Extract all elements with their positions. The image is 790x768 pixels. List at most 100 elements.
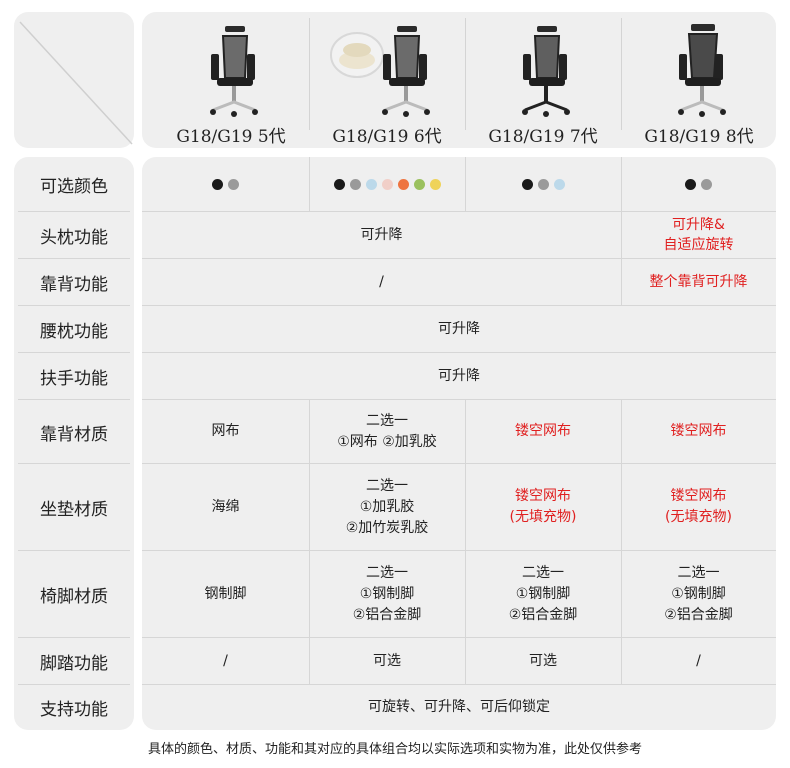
footrest-gen8-value: / (696, 652, 701, 669)
color-swatches (333, 178, 441, 190)
cell-base-material-gen7: 二选一 ①钢制脚 ②铝合金脚 (465, 551, 621, 637)
color-swatch (701, 178, 712, 190)
row-divider (18, 463, 130, 464)
footrest-gen7-value: 可选 (529, 652, 557, 669)
cell-footrest-gen7: 可选 (465, 638, 621, 684)
column-label-gen8: G18/G19 8代 (644, 127, 754, 147)
row-divider (142, 463, 776, 464)
back-material-gen6-line2: ①网布 ②加乳胶 (337, 433, 437, 450)
row-label-lumbar: 腰枕功能 (40, 322, 108, 342)
col-divider (309, 157, 310, 211)
seat-material-gen6-line2: ①加乳胶 (359, 498, 415, 515)
column-label-gen6: G18/G19 6代 (332, 127, 442, 147)
row-divider (142, 352, 776, 353)
row-divider (142, 550, 776, 551)
color-swatch (413, 178, 425, 190)
base-material-option-line1: 二选一 (522, 564, 564, 581)
headrest-gen8-line2: 自适应旋转 (663, 237, 734, 253)
row-divider (142, 684, 776, 685)
color-swatch (429, 178, 441, 190)
base-material-option-line1: 二选一 (366, 564, 408, 581)
col-divider (621, 157, 622, 211)
color-swatch (537, 178, 549, 190)
base-material-option-line2: ①钢制脚 (671, 585, 726, 602)
column-label-gen7: G18/G19 7代 (488, 127, 598, 147)
col-divider (309, 400, 310, 685)
header-divider (309, 18, 310, 130)
seat-material-gen7-line2: (无填充物) (509, 509, 577, 525)
cell-backrest-gen8: 整个靠背可升降 (621, 259, 776, 305)
cell-color-gen5 (142, 157, 309, 211)
row-divider (142, 211, 776, 212)
cell-back-material-gen6: 二选一 ①网布 ②加乳胶 (309, 400, 465, 463)
row-divider (18, 684, 130, 685)
header-col-gen6: G18/G19 6代 (309, 12, 465, 148)
row-divider (18, 352, 130, 353)
row-divider (18, 637, 130, 638)
row-divider (18, 211, 130, 212)
back-material-gen7-value: 镂空网布 (515, 423, 571, 439)
col-divider (465, 400, 466, 685)
cell-color-gen6 (309, 157, 465, 211)
footrest-gen6-value: 可选 (373, 652, 401, 669)
chair-gen8-image (678, 24, 726, 117)
chair-gen6-image (382, 26, 430, 117)
base-material-option-line1: 二选一 (677, 564, 720, 581)
col-divider (621, 212, 622, 305)
cell-back-material-gen5: 网布 (142, 400, 309, 463)
row-label-back-material: 靠背材质 (40, 424, 108, 445)
row-divider (18, 258, 130, 259)
cell-back-material-gen8: 镂空网布 (621, 400, 776, 463)
row-label-backrest: 靠背功能 (40, 275, 108, 295)
armrest-value: 可升降 (438, 367, 480, 384)
color-swatch (521, 178, 533, 190)
seat-material-gen6-line3: ②加竹炭乳胶 (345, 519, 429, 536)
row-divider (142, 399, 776, 400)
row-label-base-material: 椅脚材质 (40, 587, 108, 607)
color-swatch (381, 178, 393, 190)
cell-color-gen7 (465, 157, 621, 211)
cell-base-material-gen5: 钢制脚 (142, 551, 309, 637)
color-swatch (228, 178, 239, 190)
corner-cell (14, 12, 134, 148)
base-material-gen5-value: 钢制脚 (204, 585, 247, 602)
color-swatch (365, 178, 377, 190)
cell-seat-material-gen6: 二选一 ①加乳胶 ②加竹炭乳胶 (309, 464, 465, 550)
base-material-option-line2: ①钢制脚 (359, 585, 415, 602)
color-swatches (521, 178, 565, 190)
row-divider (18, 305, 130, 306)
color-swatch (553, 178, 565, 190)
backrest-gen8-value: 整个靠背可升降 (649, 273, 748, 290)
seat-material-gen6-line1: 二选一 (366, 477, 408, 494)
row-label-color: 可选颜色 (40, 176, 108, 197)
footnote: 具体的颜色、材质、功能和其对应的具体组合均以实际选项和实物为准，此处仅供参考 (147, 742, 642, 757)
color-swatches (212, 178, 239, 190)
header-col-gen7: G18/G19 7代 (465, 12, 621, 148)
row-label-armrest: 扶手功能 (40, 369, 108, 389)
row-label-headrest: 头枕功能 (40, 228, 108, 248)
cell-color-gen8 (621, 157, 776, 211)
row-divider (142, 305, 776, 306)
cell-lumbar-all: 可升降 (142, 306, 776, 352)
cell-seat-material-gen8: 镂空网布 (无填充物) (621, 464, 776, 550)
headrest-value: 可升降 (360, 226, 403, 243)
row-label-support: 支持功能 (40, 700, 108, 720)
cell-footrest-gen8: / (621, 638, 776, 684)
seat-material-gen7-line1: 镂空网布 (515, 488, 571, 504)
cell-seat-material-gen7: 镂空网布 (无填充物) (465, 464, 621, 550)
header-col-gen8: G18/G19 8代 (621, 12, 777, 148)
cell-support-all: 可旋转、可升降、可后仰锁定 (142, 685, 776, 730)
cell-backrest-gen5-7: / (142, 259, 621, 305)
back-material-gen5-value: 网布 (211, 423, 240, 439)
row-divider (18, 550, 130, 551)
row-label-seat-material: 坐垫材质 (40, 500, 108, 520)
color-swatch (685, 178, 696, 190)
header-divider (621, 18, 622, 130)
cell-headrest-gen8: 可升降& 自适应旋转 (621, 212, 776, 258)
seat-material-gen8-line2: (无填充物) (665, 509, 732, 525)
headrest-gen8-line1: 可升降& (672, 217, 725, 233)
row-divider (142, 258, 776, 259)
lumbar-value: 可升降 (438, 320, 480, 337)
backrest-value: / (379, 273, 384, 290)
cell-base-material-gen8: 二选一 ①钢制脚 ②铝合金脚 (621, 551, 776, 637)
